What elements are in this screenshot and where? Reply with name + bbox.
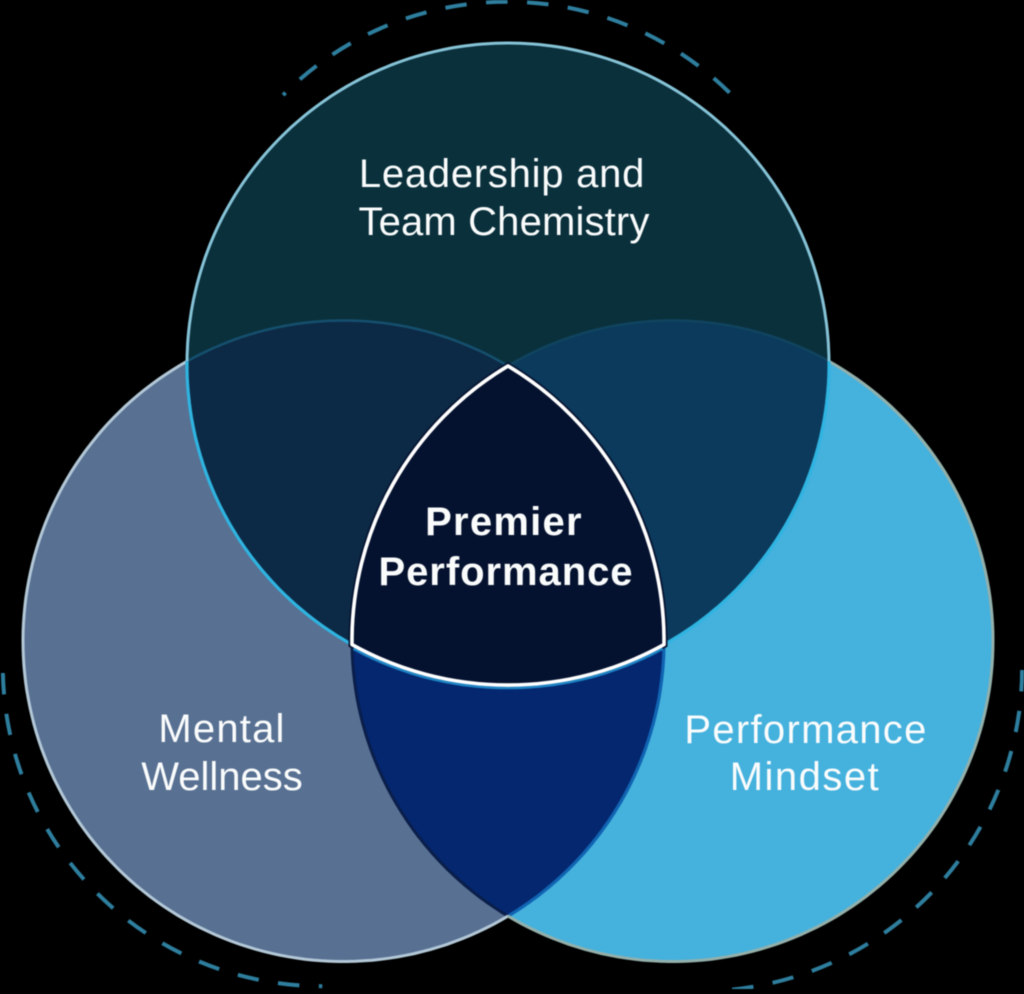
svg-text:Performance: Performance: [684, 708, 927, 752]
svg-text:Mindset: Mindset: [730, 755, 881, 799]
svg-text:Wellness: Wellness: [141, 755, 303, 799]
svg-text:Premier: Premier: [425, 500, 583, 544]
svg-text:Performance: Performance: [378, 550, 633, 594]
svg-text:Leadership and: Leadership and: [359, 152, 645, 196]
svg-text:Team Chemistry: Team Chemistry: [358, 200, 649, 244]
svg-text:Mental: Mental: [158, 707, 285, 751]
